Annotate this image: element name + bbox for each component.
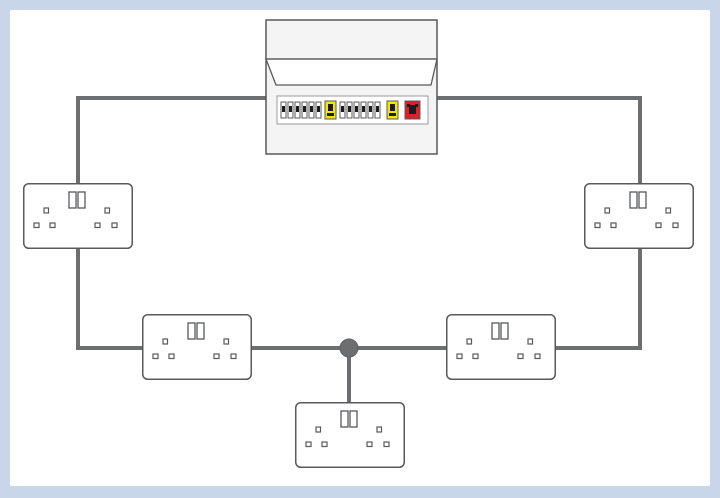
socket-ring-right bbox=[584, 183, 694, 249]
ring-wire-left-lower bbox=[76, 246, 144, 350]
ring-wire-right bbox=[437, 96, 642, 184]
ring-wire-left bbox=[76, 96, 266, 184]
ring-wire-right-lower bbox=[553, 246, 642, 350]
main-switch-red-icon bbox=[404, 100, 421, 120]
spur-junction-dot bbox=[339, 338, 359, 358]
rcd-yellow-icon bbox=[324, 100, 337, 120]
circuit-breaker-icon bbox=[346, 101, 353, 119]
socket-ring-left bbox=[23, 183, 133, 249]
circuit-breaker-icon bbox=[315, 101, 322, 119]
consumer-unit bbox=[265, 19, 438, 155]
circuit-breaker-icon bbox=[308, 101, 315, 119]
socket-spur bbox=[295, 402, 405, 468]
circuit-breaker-icon bbox=[339, 101, 346, 119]
circuit-breaker-icon bbox=[301, 101, 308, 119]
circuit-breaker-icon bbox=[360, 101, 367, 119]
socket-ring-bottom-right bbox=[446, 314, 556, 380]
circuit-breaker-icon bbox=[287, 101, 294, 119]
circuit-breaker-icon bbox=[294, 101, 301, 119]
breaker-bank-right bbox=[339, 101, 381, 119]
breaker-bank-left bbox=[280, 101, 322, 119]
consumer-unit-cover bbox=[265, 58, 438, 86]
circuit-breaker-icon bbox=[374, 101, 381, 119]
socket-ring-bottom-left bbox=[142, 314, 252, 380]
rcd-yellow-icon bbox=[386, 100, 399, 120]
circuit-breaker-icon bbox=[280, 101, 287, 119]
circuit-breaker-icon bbox=[353, 101, 360, 119]
circuit-breaker-icon bbox=[367, 101, 374, 119]
